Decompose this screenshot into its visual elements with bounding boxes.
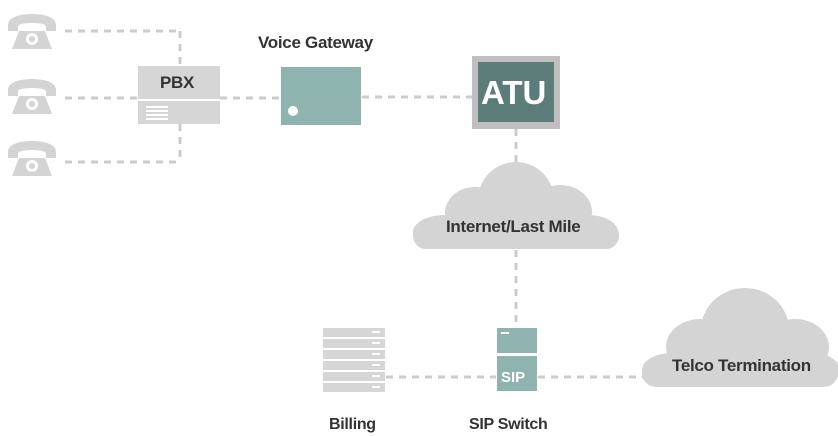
sip-switch-device bbox=[497, 328, 537, 391]
pbx-device bbox=[138, 66, 220, 124]
sip-switch-label: SIP Switch bbox=[469, 416, 548, 433]
internet-cloud bbox=[413, 162, 619, 249]
billing-label: Billing bbox=[329, 416, 376, 433]
billing-server-stack bbox=[323, 328, 385, 392]
telco-label: Telco Termination bbox=[672, 356, 811, 375]
voice-gateway-label: Voice Gateway bbox=[258, 33, 373, 52]
telephone-icon bbox=[8, 14, 56, 49]
voice-gateway-device bbox=[281, 67, 361, 125]
atu-label: ATU bbox=[481, 74, 547, 111]
telephone-icon bbox=[8, 141, 56, 176]
atu-device bbox=[472, 56, 560, 129]
connection-lines bbox=[65, 29, 645, 379]
telco-cloud bbox=[642, 288, 838, 387]
sip-box-label: SIP bbox=[501, 369, 526, 386]
pbx-label: PBX bbox=[160, 73, 195, 92]
telephone-icon bbox=[8, 79, 56, 114]
internet-label: Internet/Last Mile bbox=[446, 217, 581, 236]
